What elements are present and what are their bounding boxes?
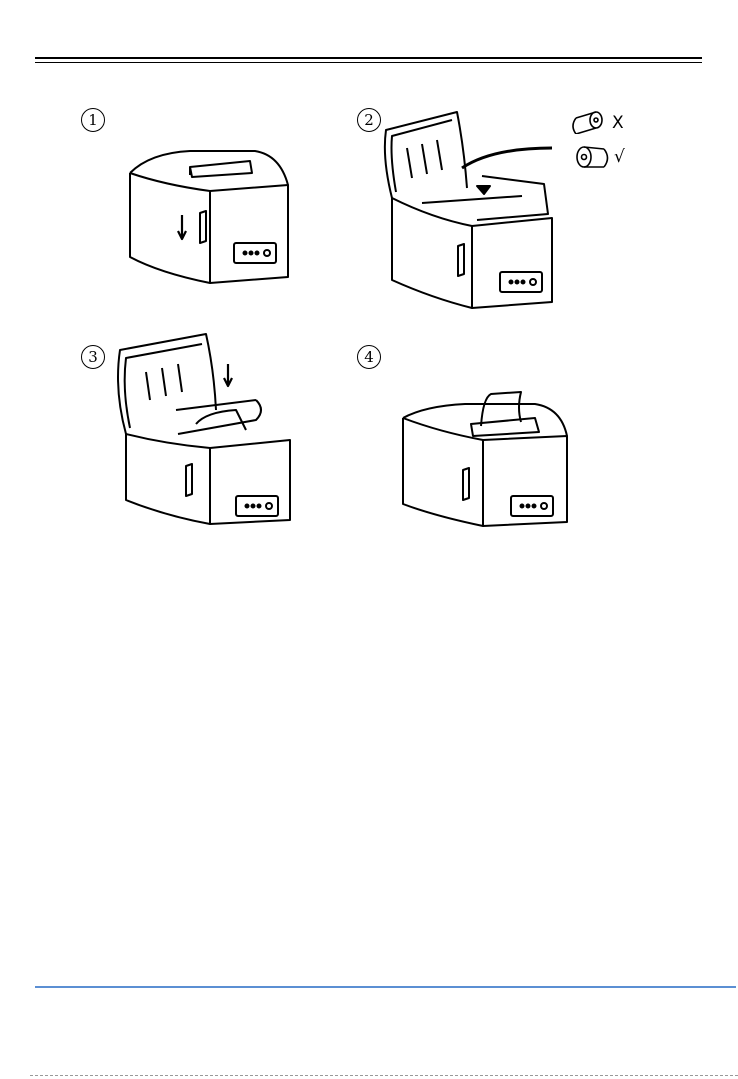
footer-rule [35,986,736,988]
step-3-number: 3 [81,345,105,369]
header-rule-thin [35,62,702,63]
printer-feed-paper-illustration [106,330,296,535]
page-edge-rule [30,1075,738,1076]
header-rule [35,57,702,59]
step-1-number: 1 [81,108,105,132]
step-4-number: 4 [357,345,381,369]
printer-closed-paper-out-illustration [395,388,575,533]
printer-closed-illustration [120,145,295,290]
roll-correct-icon [574,142,614,172]
printer-open-insert-roll-illustration [372,108,557,320]
wrong-orientation-mark: X [612,113,624,133]
correct-orientation-mark: √ [614,147,625,167]
roll-wrong-icon [568,108,608,134]
